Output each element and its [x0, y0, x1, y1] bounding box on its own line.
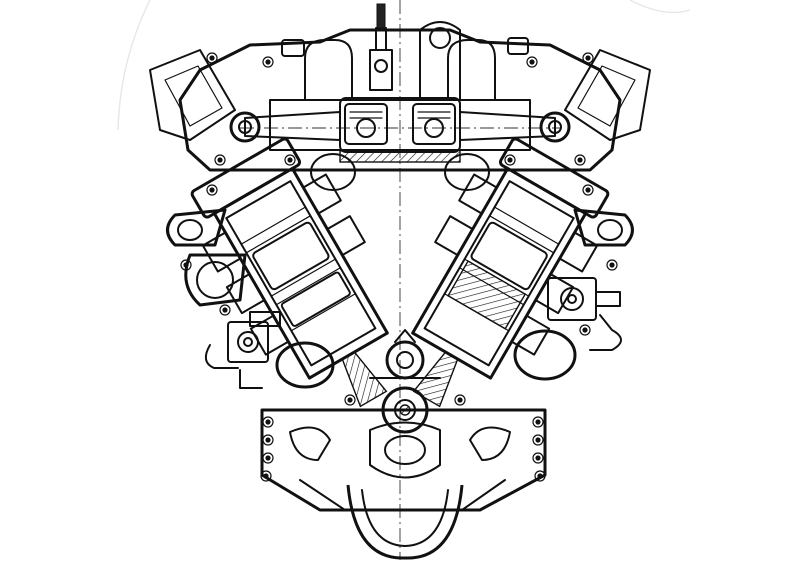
lower-crankcase: [260, 408, 547, 560]
paper-edge-right: [629, 0, 691, 14]
right-exhaust-ports: [513, 184, 634, 381]
paper-edge-left: [117, 0, 151, 131]
left-exhaust-ports: [166, 184, 335, 389]
top-cylinder-bank: [149, 3, 651, 191]
right-cylinder-bank: [411, 137, 610, 408]
left-cylinder-bank: [190, 137, 389, 408]
